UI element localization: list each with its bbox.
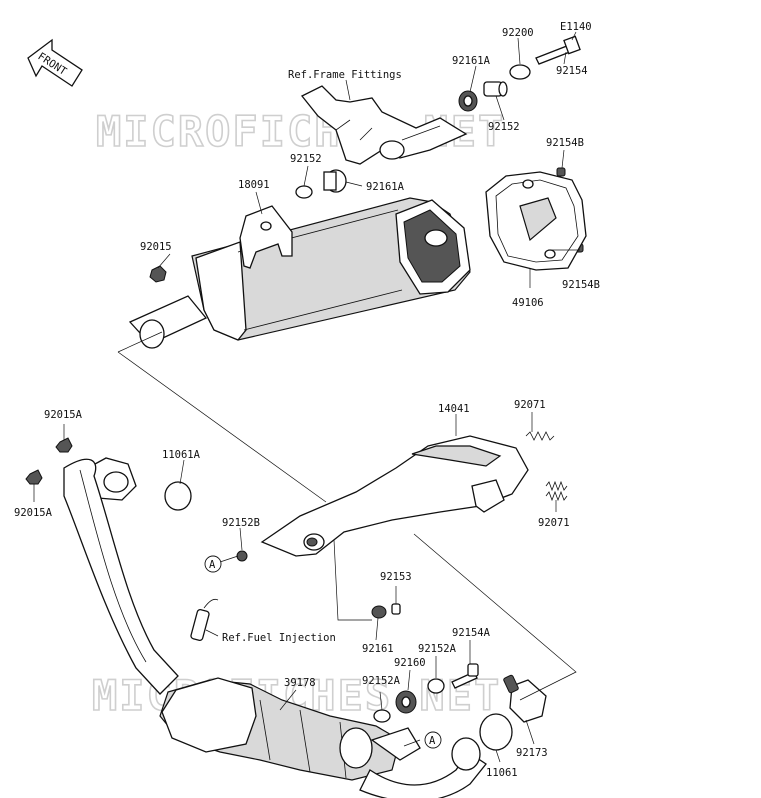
part-label-92152b: 92152B xyxy=(222,517,260,529)
part-label-92152a-left: 92152A xyxy=(362,675,401,687)
part-label-49106: 49106 xyxy=(512,297,544,309)
screw-92154b-top xyxy=(556,167,566,177)
front-arrow-icon: FRONT xyxy=(27,38,83,87)
part-label-92015a-bottom: 92015A xyxy=(14,507,53,519)
heat-shield-14041 xyxy=(260,435,529,557)
circle-marker-right: A xyxy=(424,731,442,749)
part-label-11061: 11061 xyxy=(486,767,518,779)
bolt-92154-top xyxy=(535,35,581,65)
part-label-92173: 92173 xyxy=(516,747,548,759)
grommet-92161a-top xyxy=(458,90,478,112)
part-label-92161: 92161 xyxy=(362,643,394,655)
collar-92152-top xyxy=(483,81,508,97)
part-label-92161a-mid: 92161A xyxy=(366,181,405,193)
spring-92071-top xyxy=(525,431,555,441)
circle-marker-left: A xyxy=(204,555,222,573)
part-label-e1140: E1140 xyxy=(560,21,592,33)
part-label-92152-mid: 92152 xyxy=(290,153,322,165)
grommet-92160 xyxy=(395,690,417,714)
part-label-92015a-top: 92015A xyxy=(44,409,83,421)
nut-92015a-bottom xyxy=(25,469,43,485)
ref-fuel-injection-label: Ref.Fuel Injection xyxy=(222,632,336,644)
washer-92152b xyxy=(236,550,248,562)
washer-92152a-right xyxy=(427,678,445,694)
part-label-92161a-top: 92161A xyxy=(452,55,491,67)
bolt-92153 xyxy=(391,603,401,615)
ref-frame-fittings-label: Ref.Frame Fittings xyxy=(288,69,402,81)
leader-lines xyxy=(33,31,580,763)
bolt-92154a xyxy=(451,663,479,689)
part-label-92154a: 92154A xyxy=(452,627,491,639)
part-label-92154-top: 92154 xyxy=(556,65,588,77)
oxygen-sensor xyxy=(190,598,219,642)
part-label-18091: 18091 xyxy=(238,179,270,191)
part-label-14041: 14041 xyxy=(438,403,470,415)
rear-bracket xyxy=(370,727,421,761)
part-label-92071-top: 92071 xyxy=(514,399,546,411)
exhaust-head-pipe xyxy=(63,458,179,695)
part-label-92160: 92160 xyxy=(394,657,426,669)
washer-92152a-left xyxy=(373,709,391,723)
muffler-body xyxy=(128,197,471,349)
bracket-18091 xyxy=(239,205,293,269)
part-label-11061a: 11061A xyxy=(162,449,201,461)
part-label-92200: 92200 xyxy=(502,27,534,39)
part-label-92154b-mid: 92154B xyxy=(562,279,600,291)
part-label-92152-top: 92152 xyxy=(488,121,520,133)
grommet-92161a-mid xyxy=(323,169,347,193)
muffler-cover-49106 xyxy=(485,171,587,271)
grommet-92161 xyxy=(371,605,387,619)
part-label-92015: 92015 xyxy=(140,241,172,253)
part-label-92154b-top: 92154B xyxy=(546,137,584,149)
nut-92015 xyxy=(149,265,167,283)
gasket-11061 xyxy=(479,713,513,751)
outlet-pipe xyxy=(359,737,487,798)
gasket-11061a xyxy=(164,481,192,511)
washer-92200 xyxy=(509,64,531,80)
washer-92152-mid xyxy=(295,185,313,199)
svg-text:A: A xyxy=(209,559,216,571)
part-label-92153: 92153 xyxy=(380,571,412,583)
svg-text:A: A xyxy=(429,735,436,747)
exhaust-chamber-39178 xyxy=(159,677,401,781)
part-label-92152a-right: 92152A xyxy=(418,643,457,655)
part-label-39178: 39178 xyxy=(284,677,316,689)
clamp-92173 xyxy=(503,674,547,723)
frame-fitting-bracket xyxy=(300,85,468,165)
part-label-92071-bottom: 92071 xyxy=(538,517,570,529)
nut-92015a-top xyxy=(55,437,73,453)
spring-92071-bottom xyxy=(545,480,568,502)
